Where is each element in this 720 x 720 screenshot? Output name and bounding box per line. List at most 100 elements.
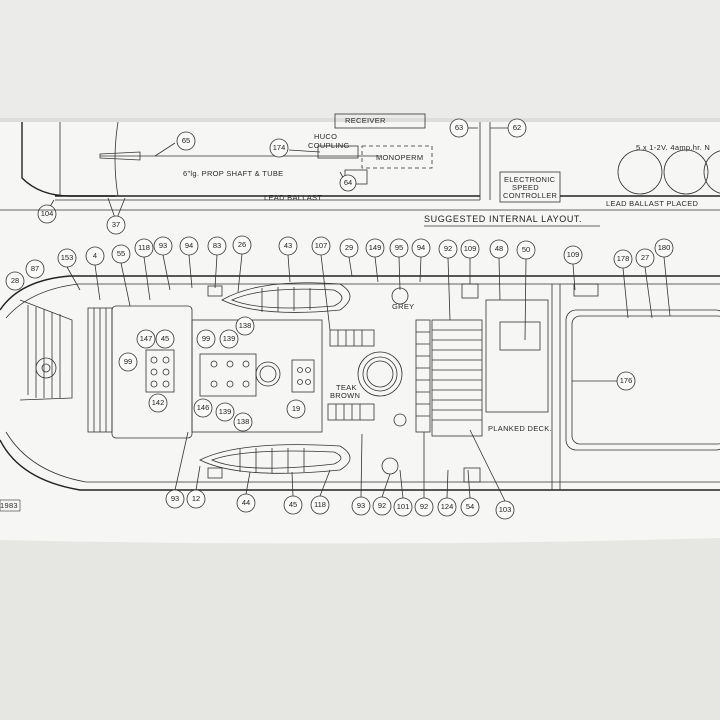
callout-bubble: 142 — [148, 393, 168, 413]
callout-bubble: 124 — [437, 497, 457, 517]
svg-text:45: 45 — [161, 334, 169, 343]
svg-text:153: 153 — [61, 253, 74, 262]
monoperm-label: MONOPERM — [376, 153, 423, 162]
svg-text:95: 95 — [395, 243, 403, 252]
callout-bubble: 63 — [449, 118, 469, 138]
date-stamp: 1983 — [0, 501, 18, 510]
svg-text:94: 94 — [417, 243, 425, 252]
teak-label: TEAK — [336, 383, 357, 392]
svg-text:109: 109 — [567, 250, 580, 259]
plan-inner-callouts: 147 45 99 142 99 139 138 146 139 138 19 … — [118, 316, 636, 432]
svg-text:147: 147 — [140, 334, 153, 343]
svg-text:142: 142 — [152, 398, 165, 407]
callout-bubble: 109 — [563, 245, 583, 265]
callout-bubble: 26 — [232, 235, 252, 255]
svg-text:99: 99 — [124, 357, 132, 366]
svg-text:149: 149 — [369, 243, 382, 252]
brown-label: BROWN — [330, 391, 360, 400]
svg-text:138: 138 — [237, 417, 250, 426]
callout-bubble: 99 — [118, 352, 138, 372]
svg-text:146: 146 — [197, 403, 210, 412]
svg-text:92: 92 — [420, 502, 428, 511]
callout-bubble: 27 — [635, 248, 655, 268]
svg-text:29: 29 — [345, 243, 353, 252]
callout-bubble: 44 — [236, 493, 256, 513]
callout-bubble: 50 — [516, 240, 536, 260]
svg-text:37: 37 — [112, 220, 120, 229]
callout-bubble: 99 — [196, 329, 216, 349]
svg-text:83: 83 — [213, 241, 221, 250]
callout-bubble: 93 — [153, 236, 173, 256]
svg-text:107: 107 — [315, 241, 328, 250]
callout-bubble: 139 — [215, 402, 235, 422]
svg-text:180: 180 — [658, 243, 671, 252]
callout-bubble: 62 — [507, 118, 527, 138]
svg-text:109: 109 — [464, 244, 477, 253]
svg-text:27: 27 — [641, 253, 649, 262]
svg-text:50: 50 — [522, 245, 530, 254]
plan-left-callouts: 28 87 — [5, 259, 45, 291]
callout-bubble: 43 — [278, 236, 298, 256]
callout-bubble: 28 — [5, 271, 25, 291]
callout-bubble: 174 — [269, 138, 289, 158]
profile-callouts: 65 174 64 63 62 104 37 — [37, 118, 527, 235]
svg-text:45: 45 — [289, 500, 297, 509]
callout-bubble: 48 — [489, 239, 509, 259]
callout-bubble: 65 — [176, 131, 196, 151]
svg-text:93: 93 — [171, 494, 179, 503]
svg-text:139: 139 — [219, 407, 232, 416]
callout-bubble: 176 — [616, 371, 636, 391]
svg-text:55: 55 — [117, 249, 125, 258]
svg-text:138: 138 — [239, 321, 252, 330]
svg-text:12: 12 — [192, 494, 200, 503]
grey-label: GREY — [392, 302, 414, 311]
callout-bubble: 95 — [389, 238, 409, 258]
svg-text:118: 118 — [314, 500, 326, 509]
callout-bubble: 118 — [134, 238, 154, 258]
callout-bubble: 153 — [57, 248, 77, 268]
callout-bubble: 139 — [219, 329, 239, 349]
callout-bubble: 101 — [393, 497, 413, 517]
svg-text:139: 139 — [223, 334, 236, 343]
svg-text:62: 62 — [513, 123, 521, 132]
callout-bubble: 12 — [186, 489, 206, 509]
callout-bubble: 149 — [365, 238, 385, 258]
svg-text:118: 118 — [138, 243, 150, 252]
svg-text:93: 93 — [357, 501, 365, 510]
callout-bubble: 93 — [351, 496, 371, 516]
svg-text:178: 178 — [617, 254, 630, 263]
svg-text:104: 104 — [41, 209, 54, 218]
deck-plan — [0, 275, 720, 491]
callout-bubble: 54 — [460, 497, 480, 517]
controller-label-3: CONTROLLER — [503, 191, 558, 200]
plan-top-callouts: 153 4 55 118 93 94 83 26 43 107 29 149 9… — [57, 235, 674, 341]
callout-bubble: 178 — [613, 249, 633, 269]
lead-ballast-placed-label: LEAD BALLAST PLACED — [606, 199, 699, 208]
svg-text:63: 63 — [455, 123, 463, 132]
svg-text:4: 4 — [93, 251, 97, 260]
plan-bottom-callouts: 93 12 44 45 118 93 92 101 92 124 54 103 — [165, 429, 515, 520]
svg-text:94: 94 — [185, 241, 193, 250]
callout-bubble: 92 — [372, 496, 392, 516]
callout-bubble: 107 — [311, 236, 331, 256]
svg-text:103: 103 — [499, 505, 512, 514]
callout-bubble: 93 — [165, 489, 185, 509]
svg-text:48: 48 — [495, 244, 503, 253]
svg-text:124: 124 — [441, 502, 454, 511]
controller-label-1: ELECTRONIC — [504, 175, 556, 184]
callout-bubble: 55 — [111, 244, 131, 264]
svg-text:101: 101 — [397, 502, 410, 511]
callout-bubble: 94 — [411, 238, 431, 258]
battery-label: 5 x 1-2V. 4amp.hr. N — [636, 143, 710, 152]
callout-bubble: 180 — [654, 238, 674, 258]
svg-text:64: 64 — [344, 178, 352, 187]
planked-deck-label: PLANKED DECK. — [488, 424, 552, 433]
svg-text:99: 99 — [202, 334, 210, 343]
svg-text:44: 44 — [242, 498, 250, 507]
svg-text:93: 93 — [159, 241, 167, 250]
svg-text:174: 174 — [273, 143, 286, 152]
callout-bubble: 37 — [106, 215, 126, 235]
deck-plan-labels: GREY TEAK BROWN PLANKED DECK. 1983 — [0, 302, 552, 512]
callout-bubble: 103 — [495, 500, 515, 520]
